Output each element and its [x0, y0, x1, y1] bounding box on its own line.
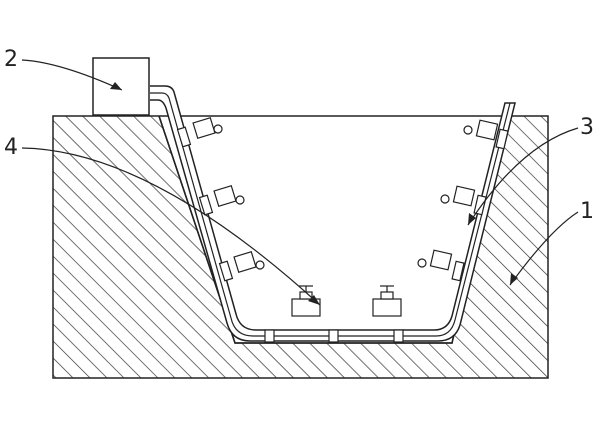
arrowhead-4 [308, 295, 320, 305]
tube-inner-wall [150, 92, 511, 337]
bottom-fixtures [291, 285, 402, 317]
callout-label-1: 1 [580, 199, 594, 224]
leader-arrowheads [110, 82, 518, 305]
leader-line-4 [21, 147, 321, 306]
leader-line-3 [467, 127, 579, 226]
callout-label-4: 4 [4, 135, 18, 160]
right-wall-fixtures [417, 119, 509, 282]
bottom-support-lugs [264, 329, 404, 343]
callout-label-2: 2 [4, 47, 18, 72]
callout-label-3: 3 [580, 115, 594, 140]
leader-line-2 [21, 59, 123, 91]
box-unit [92, 57, 150, 116]
left-wall-fixtures [176, 116, 265, 282]
arrowhead-3 [468, 213, 476, 225]
leader-line-1 [509, 211, 579, 286]
leader-lines [21, 59, 579, 306]
arrowhead-1 [510, 273, 518, 285]
arrowhead-2 [110, 82, 122, 90]
